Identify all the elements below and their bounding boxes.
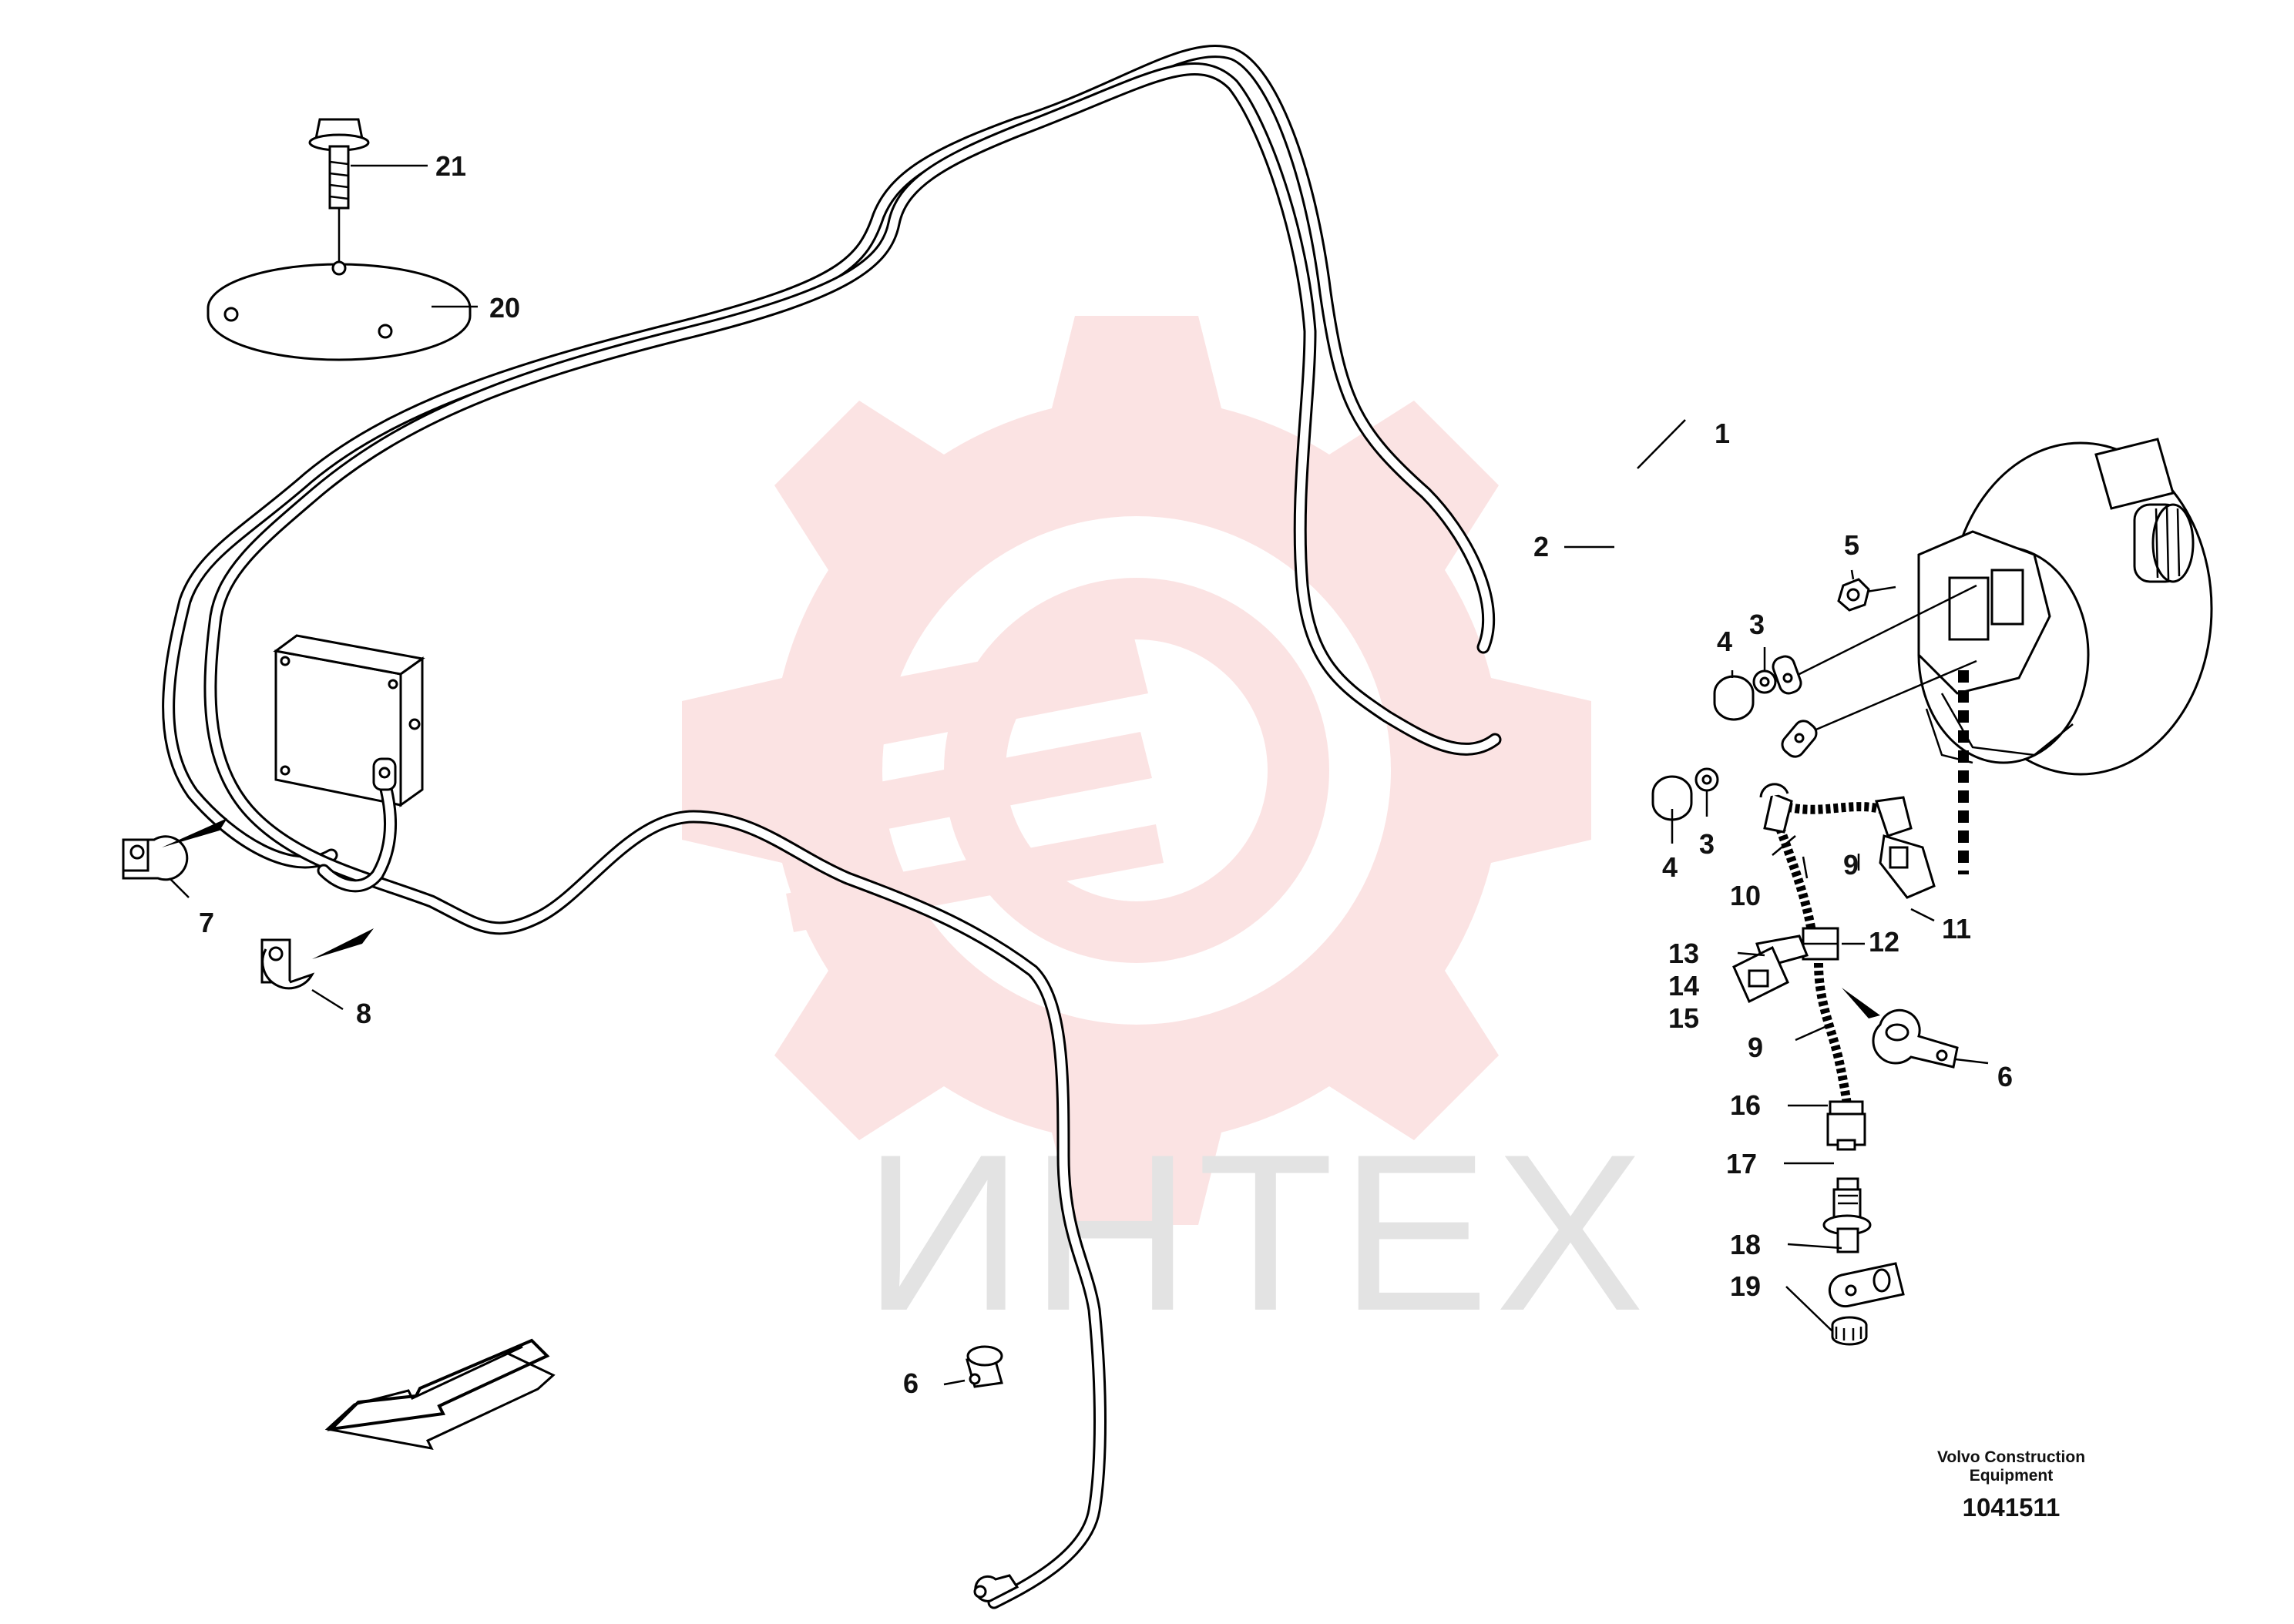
cap-nut-upper-icon bbox=[1713, 670, 1755, 721]
label-20: 20 bbox=[489, 292, 520, 324]
label-11: 11 bbox=[1942, 913, 1971, 945]
watermark-gear-logo bbox=[682, 316, 1591, 1225]
label-16: 16 bbox=[1730, 1089, 1761, 1121]
label-5: 5 bbox=[1844, 529, 1859, 561]
label-9-lower: 9 bbox=[1748, 1032, 1763, 1063]
label-3-lower: 3 bbox=[1699, 828, 1715, 860]
leader-lines bbox=[1564, 419, 1935, 1332]
cable-2 bbox=[203, 62, 1502, 1609]
label-12: 12 bbox=[1869, 926, 1899, 958]
label-6-center: 6 bbox=[903, 1367, 919, 1399]
washer-upper-icon bbox=[1752, 647, 1777, 694]
label-13: 13 bbox=[1668, 938, 1699, 969]
label-4-upper: 4 bbox=[1717, 626, 1732, 657]
sensor-harness bbox=[1732, 783, 1936, 1346]
label-18: 18 bbox=[1730, 1229, 1761, 1260]
label-9-upper: 9 bbox=[1843, 849, 1859, 881]
label-15: 15 bbox=[1668, 1002, 1699, 1034]
label-1: 1 bbox=[1715, 418, 1730, 449]
label-14: 14 bbox=[1668, 970, 1699, 1002]
label-7: 7 bbox=[199, 907, 214, 938]
label-2: 2 bbox=[1533, 531, 1549, 562]
label-21: 21 bbox=[435, 150, 466, 182]
label-19: 19 bbox=[1730, 1270, 1761, 1302]
callout-labels: 21 20 1 2 5 4 3 3 4 9 10 11 12 13 14 15 … bbox=[199, 150, 2013, 1399]
bolt-icon bbox=[308, 118, 428, 266]
cable-clip-icon bbox=[943, 1345, 1003, 1388]
cable-1 bbox=[162, 45, 1496, 869]
washer-lower-icon bbox=[1694, 767, 1719, 817]
control-box bbox=[273, 634, 425, 893]
label-4-lower: 4 bbox=[1662, 851, 1678, 883]
credit-line-2: Equipment bbox=[1970, 1467, 2054, 1485]
direction-arrow-icon bbox=[324, 1338, 556, 1451]
credit-block: Volvo Construction Equipment 1041511 bbox=[1937, 1448, 2085, 1522]
label-8: 8 bbox=[356, 998, 371, 1029]
cap-nut-lower-icon bbox=[1651, 775, 1693, 844]
label-3-upper: 3 bbox=[1749, 609, 1765, 640]
clamp-7-icon bbox=[122, 818, 227, 898]
clamp-6-icon bbox=[1842, 988, 1989, 1069]
label-10: 10 bbox=[1730, 880, 1761, 911]
label-6-right: 6 bbox=[1997, 1061, 2013, 1092]
nut-icon bbox=[1837, 569, 1870, 612]
clamp-8-icon bbox=[260, 928, 374, 1011]
cable-lug-1-icon bbox=[1772, 655, 1802, 695]
drawing-number: 1041511 bbox=[1963, 1493, 2061, 1522]
ring-terminal-icon bbox=[973, 1574, 1019, 1602]
cable-lug-2-icon bbox=[1781, 720, 1818, 758]
alternator-icon bbox=[1791, 438, 2213, 874]
watermark-text: ИНТЕХ bbox=[863, 1108, 1651, 1357]
cover-plate-icon bbox=[207, 260, 478, 361]
credit-line-1: Volvo Construction bbox=[1937, 1448, 2085, 1466]
label-17: 17 bbox=[1726, 1148, 1757, 1179]
